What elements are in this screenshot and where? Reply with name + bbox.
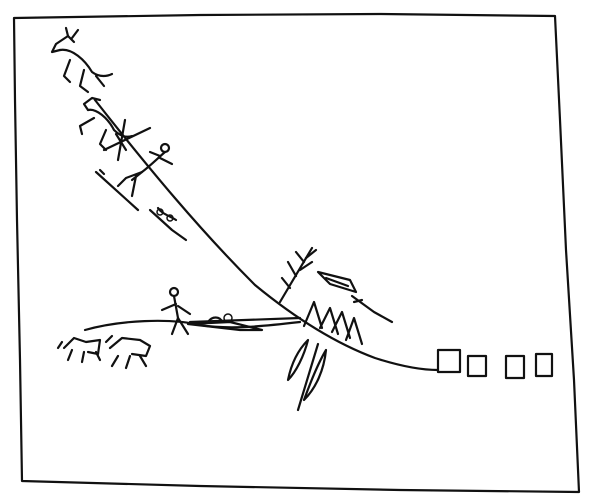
sled-figure xyxy=(148,206,188,242)
dog-figure xyxy=(104,334,152,370)
dog-figure xyxy=(56,336,102,364)
pine-tree xyxy=(278,246,318,304)
drawing-border xyxy=(12,12,581,494)
cross-mark xyxy=(102,118,152,162)
trail-line xyxy=(93,98,440,372)
skier-figure xyxy=(94,142,174,212)
sled-figure xyxy=(186,313,302,332)
boat-figure xyxy=(316,270,394,324)
leaf-figure xyxy=(286,338,328,412)
person-figure xyxy=(160,286,192,336)
tent-group xyxy=(302,300,364,346)
reindeer-figure xyxy=(50,26,114,94)
square-marks xyxy=(436,348,554,380)
